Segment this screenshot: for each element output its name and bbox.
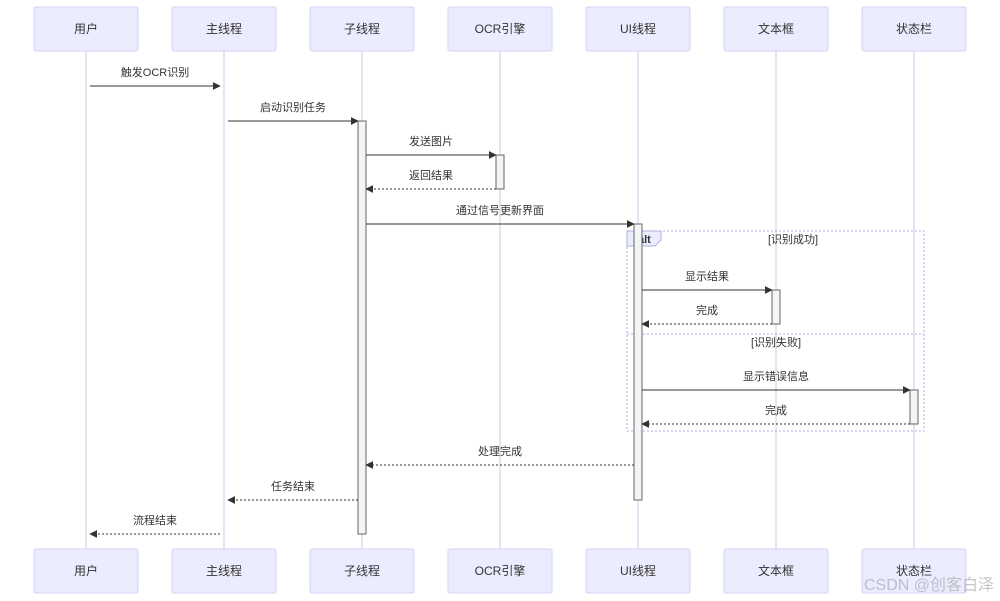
activation-bar-ocr <box>495 154 505 190</box>
actor-label-ocr-bottom: OCR引擎 <box>475 563 526 578</box>
actor-label-status-bottom: 状态栏 <box>896 563 932 578</box>
actor-label-ocr-top: OCR引擎 <box>475 21 526 36</box>
actor-label-user-bottom: 用户 <box>74 563 98 578</box>
actor-label-user-top: 用户 <box>74 21 98 36</box>
actor-box-main-bottom: 主线程 <box>171 548 277 594</box>
actor-box-user-bottom: 用户 <box>33 548 139 594</box>
alt-condition-1: [识别失败] <box>751 335 801 349</box>
alt-fragment-box <box>626 230 925 432</box>
message-label-1: 启动识别任务 <box>260 101 326 114</box>
message-label-2: 发送图片 <box>409 134 453 148</box>
message-label-4: 通过信号更新界面 <box>456 203 544 217</box>
message-label-3: 返回结果 <box>409 169 453 182</box>
actor-label-ui-bottom: UI线程 <box>620 563 656 578</box>
actor-box-main-top: 主线程 <box>171 6 277 52</box>
actor-label-status-top: 状态栏 <box>896 21 932 36</box>
message-label-7: 显示错误信息 <box>743 369 809 383</box>
message-label-8: 完成 <box>765 403 787 417</box>
actor-label-main-top: 主线程 <box>206 21 242 36</box>
actor-label-main-bottom: 主线程 <box>206 563 242 578</box>
activation-bar-text <box>771 289 781 325</box>
actor-label-child-bottom: 子线程 <box>344 563 380 578</box>
actor-label-text-top: 文本框 <box>758 21 794 36</box>
activation-bar-child <box>357 120 367 535</box>
actor-box-ui-bottom: UI线程 <box>585 548 691 594</box>
message-label-6: 完成 <box>696 303 718 317</box>
message-label-11: 流程结束 <box>133 513 177 527</box>
actor-box-user-top: 用户 <box>33 6 139 52</box>
activation-bar-ui <box>633 223 643 501</box>
message-label-0: 触发OCR识别 <box>121 65 189 79</box>
actor-box-text-bottom: 文本框 <box>723 548 829 594</box>
actor-label-ui-top: UI线程 <box>620 21 656 36</box>
actor-box-text-top: 文本框 <box>723 6 829 52</box>
message-label-10: 任务结束 <box>271 480 315 493</box>
actor-box-child-bottom: 子线程 <box>309 548 415 594</box>
actor-box-ocr-bottom: OCR引擎 <box>447 548 553 594</box>
watermark-text: CSDN @创客白泽 <box>864 576 994 594</box>
actor-box-ui-top: UI线程 <box>585 6 691 52</box>
actor-box-status-bottom: 状态栏 <box>861 548 967 594</box>
actor-label-text-bottom: 文本框 <box>758 563 794 578</box>
message-label-5: 显示结果 <box>685 270 729 283</box>
actor-box-ocr-top: OCR引擎 <box>447 6 553 52</box>
actor-label-child-top: 子线程 <box>344 21 380 36</box>
activation-bar-status <box>909 389 919 425</box>
actor-box-child-top: 子线程 <box>309 6 415 52</box>
message-label-9: 处理完成 <box>478 444 522 458</box>
alt-condition-0: [识别成功] <box>768 233 818 246</box>
actor-box-status-top: 状态栏 <box>861 6 967 52</box>
